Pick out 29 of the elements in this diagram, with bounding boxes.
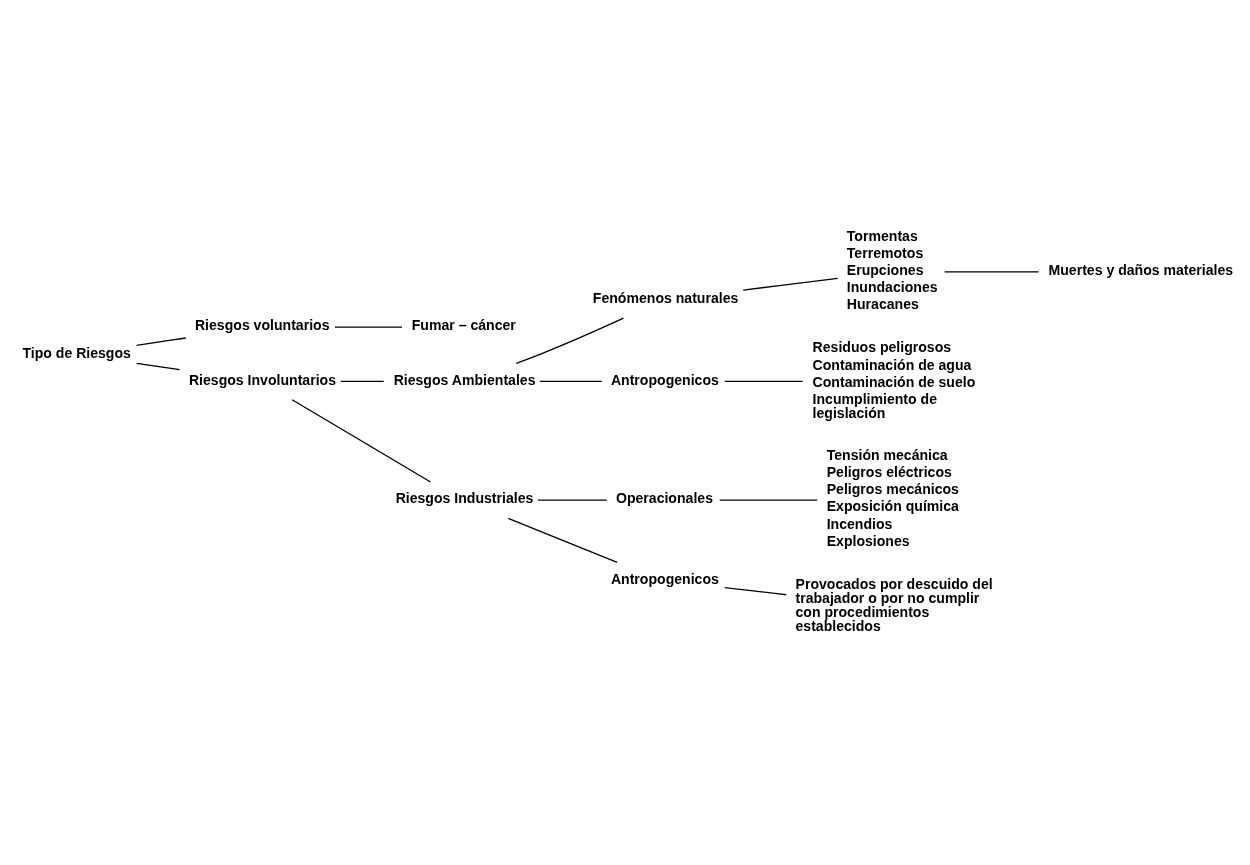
node-text: Riesgos voluntarios [194,317,330,334]
node-text: Tipo de Riesgos [22,344,131,361]
connector [742,277,839,291]
node-text: Operacionales [615,490,713,507]
connector [719,499,818,501]
connector [291,399,432,483]
node-text: Riesgos Ambientales [393,371,536,388]
node-text: Antropogenicos [610,570,719,587]
connector [507,517,618,564]
connector [943,271,1040,273]
node-text: Fumar – cáncer [411,317,516,334]
node-text: Residuos peligrosos Contaminación de agua Contaminación de suelo Incumplimiento de legislación [812,339,976,421]
connector [537,499,608,501]
node-text: Tormentas Terremotos Erupciones Inundaciones Huracanes [846,227,938,313]
connector [539,380,603,383]
node-text: Antropogenicos [610,371,719,388]
connector [515,317,625,364]
node-text: Riesgos Involuntarios [188,371,336,388]
connector [340,380,385,383]
connector [724,380,804,383]
connector [135,337,187,346]
node-text: Riesgos Industriales [395,490,534,507]
node-text: Muertes y daños materiales [1048,262,1234,279]
node-text: Fenómenos naturales [592,290,739,307]
node-text: Provocados por descuido del trabajador o por no cumplir con procedimientos establecidos [795,575,993,635]
connector [334,326,403,328]
connector [724,587,787,596]
connector [135,362,181,371]
node-text: Tensión mecánica Peligros eléctricos Peligros mecánicos Exposición química Incendios Explosiones [826,447,959,549]
